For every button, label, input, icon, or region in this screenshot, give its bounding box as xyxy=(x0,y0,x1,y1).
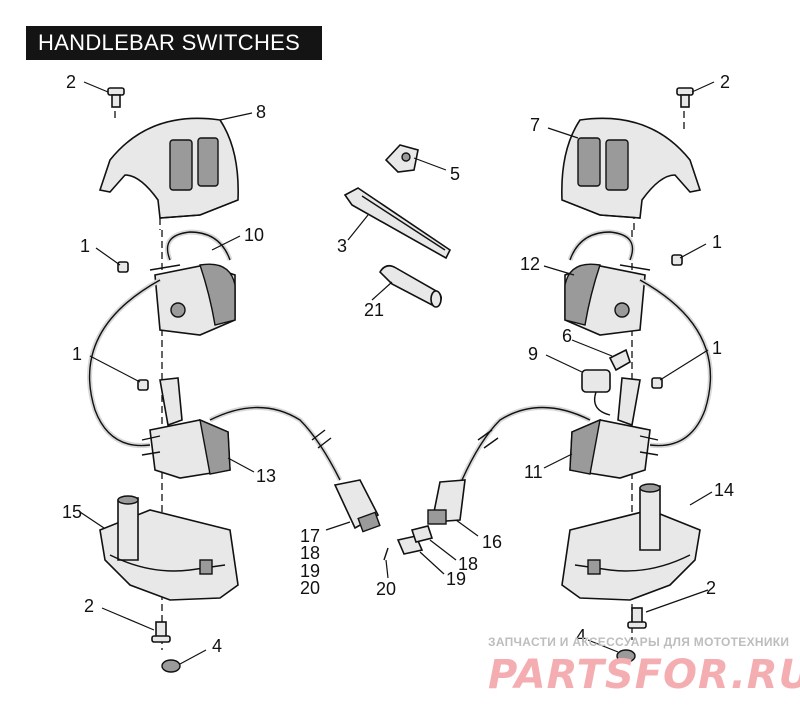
watermark-brand: PARTSFOR.RU xyxy=(488,652,800,698)
callout-1-left-lower: 1 xyxy=(72,344,82,364)
switch-assembly-10 xyxy=(149,229,236,336)
connector-16 xyxy=(427,479,466,525)
screw-2-bottom-left xyxy=(151,621,171,643)
screw-2-top-right xyxy=(676,87,694,108)
clip-5 xyxy=(384,144,419,173)
screw-1-left-upper xyxy=(117,261,129,273)
switch-assembly-11 xyxy=(569,418,659,479)
grommet-4-left xyxy=(161,659,181,673)
callout-2-top-left: 2 xyxy=(66,72,76,92)
callout-15: 15 xyxy=(62,502,82,522)
callout-2-bottom-left: 2 xyxy=(84,596,94,616)
upper-housing-8 xyxy=(98,117,239,219)
callout-19-left: 19 xyxy=(300,561,320,581)
sleeve-21 xyxy=(378,264,442,308)
callout-19-right: 19 xyxy=(446,569,466,589)
title-bar: HANDLEBAR SWITCHES xyxy=(26,26,322,60)
callout-1-left-upper: 1 xyxy=(80,236,90,256)
callout-4-left: 4 xyxy=(212,636,222,656)
callout-7: 7 xyxy=(530,115,540,135)
part-6 xyxy=(608,348,631,372)
callout-18-left: 18 xyxy=(300,543,320,563)
callout-18-right: 18 xyxy=(458,554,478,574)
grommet-4-right xyxy=(616,649,636,663)
switch-assembly-12 xyxy=(564,229,651,336)
right-bracket xyxy=(617,377,641,427)
lock-18 xyxy=(410,525,434,543)
callout-2-top-right: 2 xyxy=(720,72,730,92)
callout-4-right: 4 xyxy=(576,626,586,646)
switch-assembly-13 xyxy=(141,418,231,479)
screw-1-right-lower xyxy=(651,377,663,389)
screw-1-right-upper xyxy=(671,254,683,266)
screw-2-bottom-right xyxy=(627,607,647,629)
callout-1-right-upper: 1 xyxy=(712,232,722,252)
screw-2-top-left xyxy=(107,87,125,108)
callout-11: 11 xyxy=(524,462,543,482)
lower-housing-14 xyxy=(561,483,701,601)
callout-16: 16 xyxy=(482,532,502,552)
page-title: HANDLEBAR SWITCHES xyxy=(38,30,301,55)
lower-housing-15 xyxy=(99,495,239,601)
callout-1-right-lower: 1 xyxy=(712,338,722,358)
left-bracket xyxy=(159,377,183,427)
callout-21: 21 xyxy=(364,300,384,320)
callout-20-left: 20 xyxy=(300,578,320,598)
callout-13: 13 xyxy=(256,466,276,486)
part-9 xyxy=(581,369,611,416)
callout-9: 9 xyxy=(528,344,538,364)
callout-10: 10 xyxy=(244,225,264,245)
callout-17: 17 xyxy=(300,526,320,546)
callout-5: 5 xyxy=(450,164,460,184)
upper-housing-7 xyxy=(561,117,702,219)
screw-1-left-lower xyxy=(137,379,149,391)
callout-6: 6 xyxy=(562,326,572,346)
callout-2-bottom-right: 2 xyxy=(706,578,716,598)
watermark-caption: ЗАПЧАСТИ И АКСЕССУАРЫ ДЛЯ МОТОТЕХНИКИ xyxy=(488,635,789,649)
connector-17 xyxy=(333,479,381,533)
callout-8: 8 xyxy=(256,102,266,122)
cable-strap-3 xyxy=(343,187,452,260)
callout-20-right: 20 xyxy=(376,579,396,599)
callout-3: 3 xyxy=(337,236,347,256)
callout-14: 14 xyxy=(714,480,734,500)
pin-20 xyxy=(383,547,389,561)
callout-12: 12 xyxy=(520,254,540,274)
leader-lines xyxy=(79,81,715,665)
